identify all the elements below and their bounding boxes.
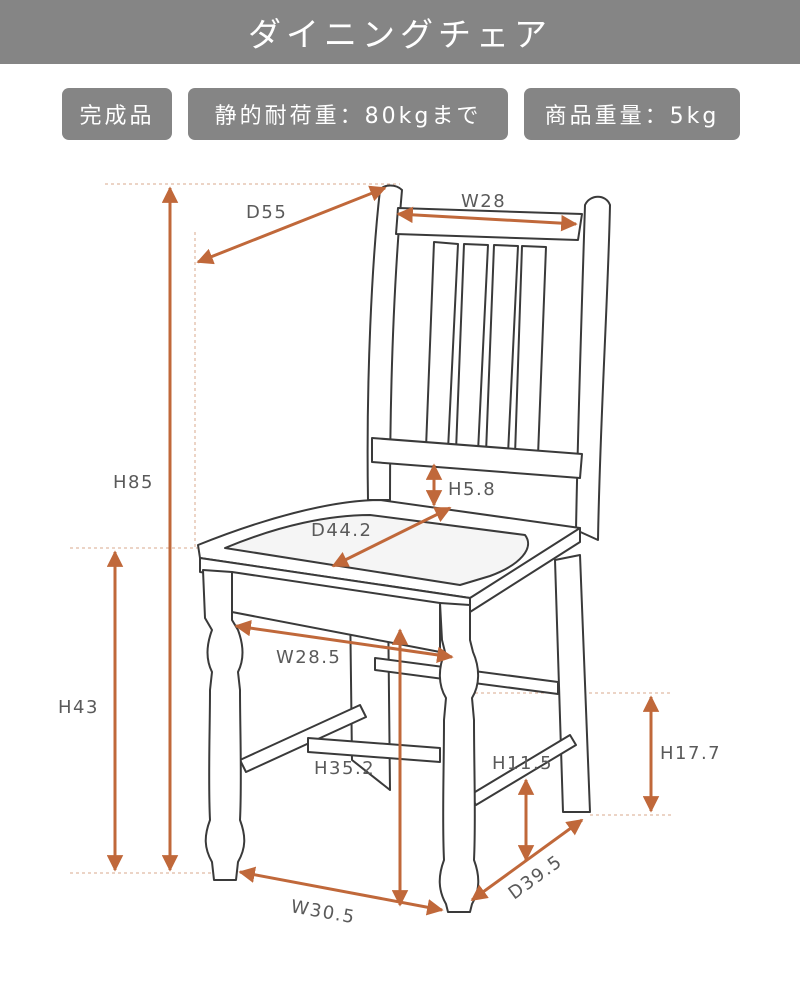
arrow-d44-2 [331,506,452,568]
badge-weight: 商品重量：5kg [524,88,740,140]
arrow-w30-5 [238,866,444,916]
chair-front-right-leg [438,602,480,913]
label-h85: H85 [113,472,154,493]
title-bar: ダイニングチェア [0,0,800,64]
chair-front-left-leg [202,569,246,881]
arrow-d55 [196,185,387,265]
arrow-w28-5 [234,619,454,664]
label-d39-5: D39.5 [505,851,567,904]
page-title: ダイニングチェア [248,15,552,54]
chair-side-stretcher-back [239,704,367,773]
label-h11-5: H11.5 [492,753,553,774]
chair-slat-4 [514,245,547,457]
arrow-w28 [396,206,578,232]
label-d55: D55 [246,202,287,223]
label-w28-5: W28.5 [276,647,341,668]
label-h43: H43 [58,697,99,718]
label-h35-2: H35.2 [314,758,375,779]
label-d44-2: D44.2 [311,520,372,541]
chair-outline [197,184,611,913]
chair-back-right-leg [554,554,591,813]
label-h5-8: H5.8 [448,479,496,500]
badge-assembled: 完成品 [62,88,172,140]
dimension-arrows [106,185,660,916]
label-w30-5: W30.5 [289,896,357,928]
chair-lumbar-rail [371,437,583,479]
chair-slat-1 [425,241,459,451]
chair-backrest-right-post [575,195,611,541]
label-w28: W28 [461,191,506,212]
arrow-d39-5 [470,818,584,902]
spec-badges: 完成品 静的耐荷重：80kgまで 商品重量：5kg [0,88,800,140]
label-h17-7: H17.7 [660,743,721,764]
badge-load-capacity: 静的耐荷重：80kgまで [188,88,508,140]
chair-slat-3 [485,244,519,455]
chair-slat-2 [455,243,489,453]
